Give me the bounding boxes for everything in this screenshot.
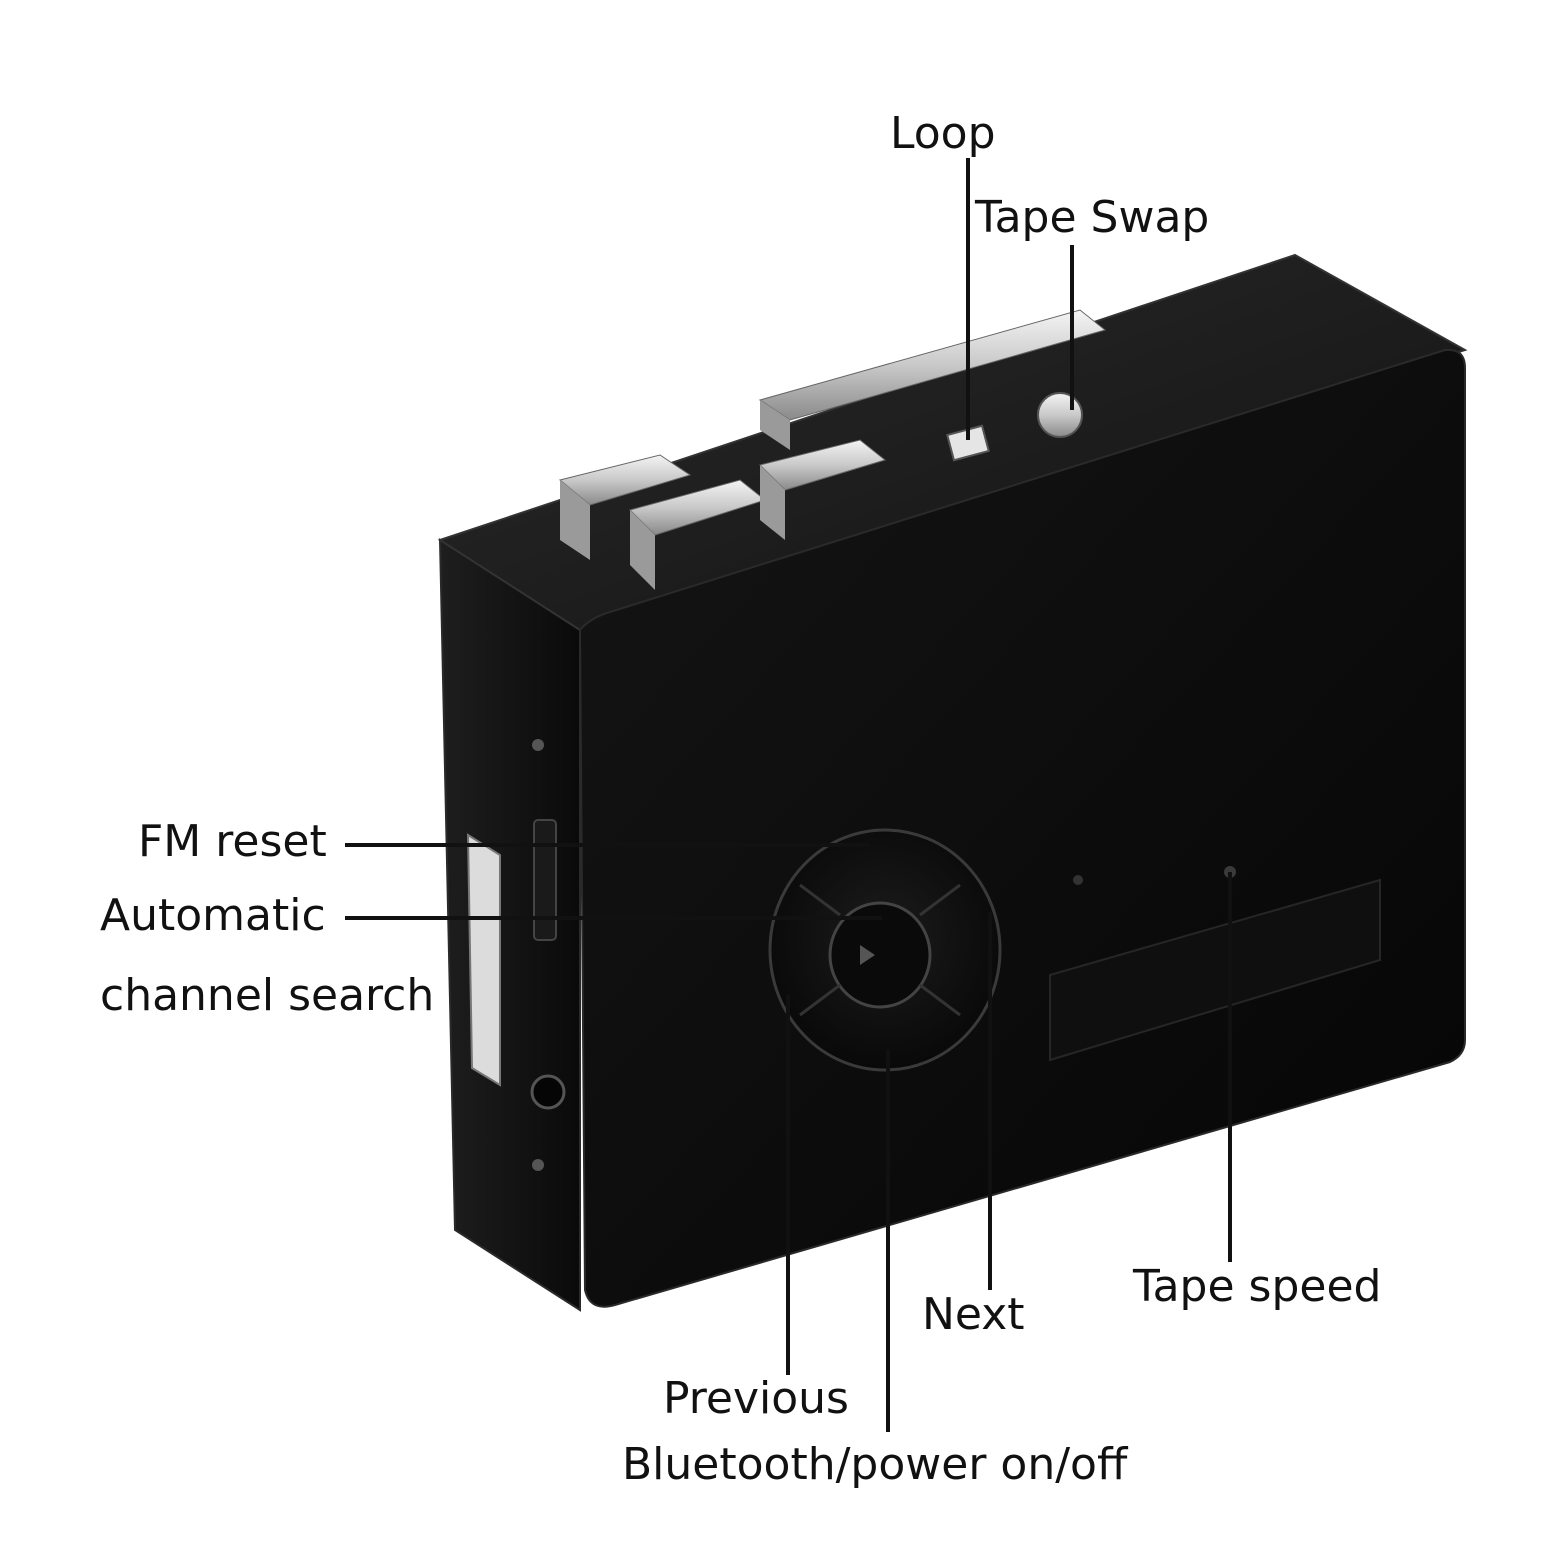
player-side-face — [438, 538, 581, 1312]
volume-wheel — [533, 819, 557, 941]
key-ff — [759, 439, 887, 491]
tape-swap-knob — [1037, 392, 1083, 438]
indicator-dot — [1073, 875, 1083, 885]
battery-cover — [1049, 878, 1381, 1062]
player-front-face — [578, 348, 1466, 1308]
previous-label: Previous — [663, 1373, 849, 1424]
side-slider-switch — [466, 833, 501, 1087]
dpad — [768, 828, 1002, 1072]
side-screw-top — [532, 739, 544, 751]
headphone-jack — [530, 1074, 566, 1110]
fm-reset-label: FM reset — [138, 816, 327, 867]
side-screw-bottom — [532, 1159, 544, 1171]
tape-speed-label: Tape speed — [1133, 1261, 1382, 1312]
loop-switch — [946, 424, 990, 462]
key-stop — [558, 454, 692, 506]
top-keys — [558, 309, 1107, 590]
tape-swap-label: Tape Swap — [975, 192, 1210, 243]
auto-search-label: Automatic channel search — [100, 890, 435, 1021]
next-label: Next — [922, 1289, 1025, 1340]
loop-label: Loop — [890, 108, 996, 159]
bluetooth-power-label: Bluetooth/power on/off — [622, 1439, 1128, 1490]
